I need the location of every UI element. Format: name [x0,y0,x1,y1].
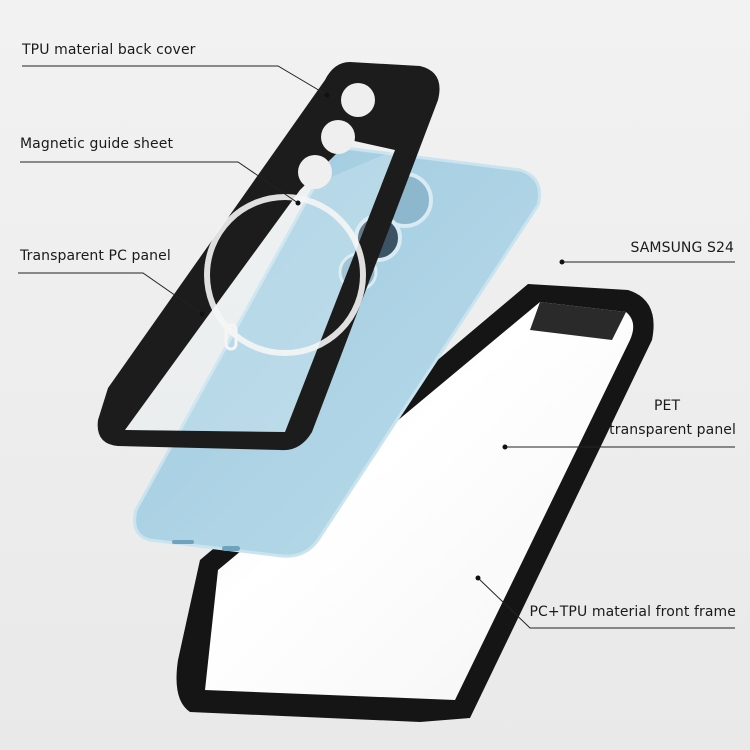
camera-hole [341,83,375,117]
magnetic-ring [204,194,366,356]
camera-hole [321,120,355,154]
label-pet-panel: transparent panel [609,422,736,438]
label-pet: PET [654,398,681,414]
leader-lines [18,65,735,629]
back-cover [97,62,440,451]
label-phone-model: SAMSUNG S24 [630,240,734,256]
leader-dots [199,92,565,581]
label-front-frame: PC+TPU material front frame [529,604,736,620]
camera-hole [298,155,332,189]
label-magnetic-sheet: Magnetic guide sheet [20,136,174,152]
label-back-cover: TPU material back cover [22,42,196,58]
front-frame [176,284,654,722]
pet-panel [205,302,634,700]
label-pc-panel: Transparent PC panel [20,248,171,264]
